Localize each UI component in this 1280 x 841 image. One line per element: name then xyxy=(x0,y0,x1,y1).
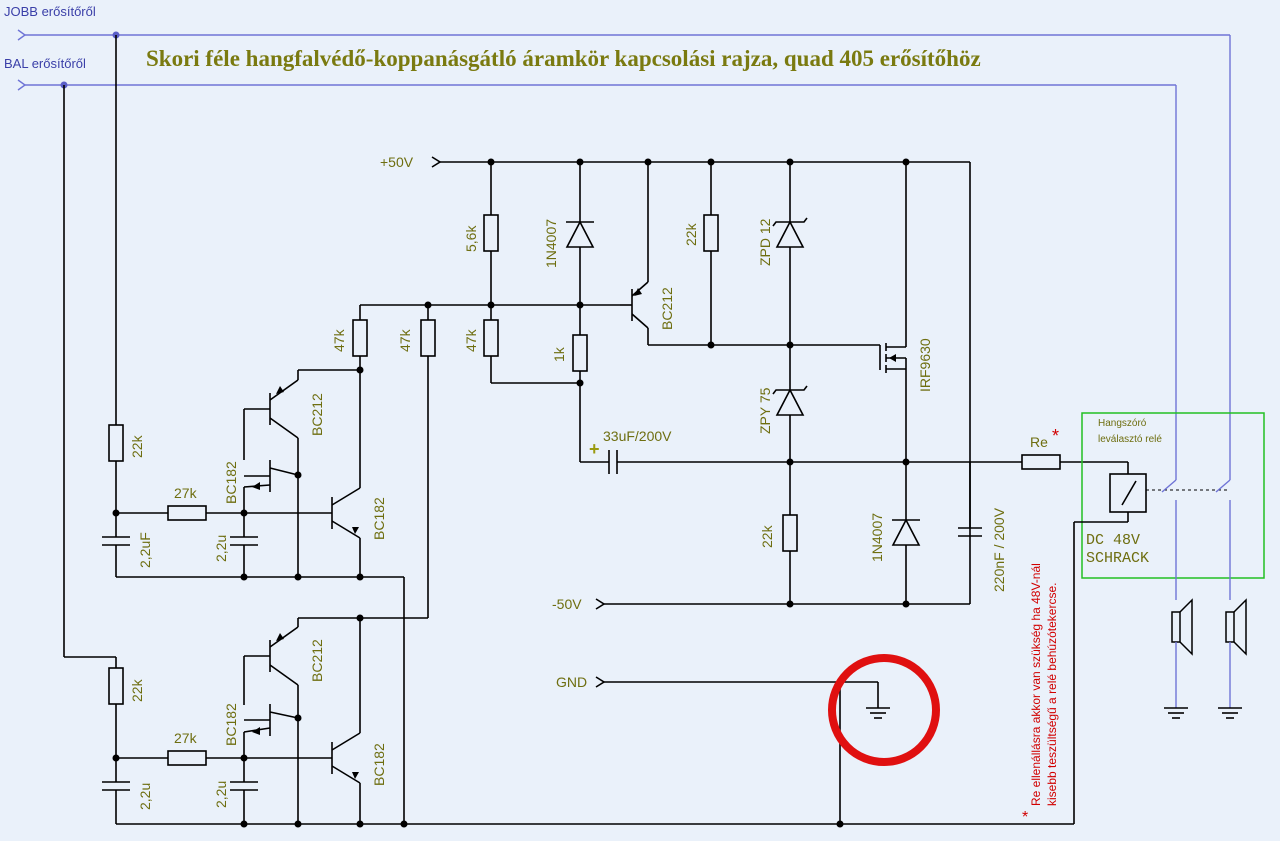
upper-resistor-22k-label: 22k xyxy=(129,434,145,458)
lower-cap-22u-b-label: 2,2u xyxy=(213,781,229,808)
upper-bc182-b xyxy=(331,356,361,577)
gnd-rail xyxy=(595,676,890,824)
resistor-47k-a xyxy=(352,319,368,357)
relay-box xyxy=(1081,412,1265,579)
relay-contacts xyxy=(1161,479,1231,600)
zener-zpd12-label: ZPD 12 xyxy=(757,218,773,266)
relay-type-2: SCHRACK xyxy=(1086,550,1149,567)
resistor-22k-mid xyxy=(782,514,798,552)
resistor-1k xyxy=(572,334,588,372)
left-input-label: BAL erősítőről xyxy=(4,56,86,71)
lower-bc182-b-label: BC182 xyxy=(371,743,387,786)
note-star: * xyxy=(1022,809,1028,826)
note-line-2: kisebb teszültségű a relé behúzótekercse… xyxy=(1045,583,1059,806)
mosfet-irf9630 xyxy=(879,162,907,520)
upper-resistor-22k xyxy=(108,424,124,462)
resistor-re-star: * xyxy=(1052,426,1059,446)
lower-bc182-a xyxy=(243,704,299,736)
speaker-right xyxy=(1218,598,1247,719)
cap-33uf-label: 33uF/200V xyxy=(603,428,672,444)
relay-header-2: leválasztó relé xyxy=(1098,434,1162,445)
lower-resistor-27k-label: 27k xyxy=(174,730,198,746)
note-line-1: Re ellenállásra akkor van szükség ha 48V… xyxy=(1029,563,1043,806)
lower-bc182-a-label: BC182 xyxy=(223,703,239,746)
gnd-rail-label: GND xyxy=(556,674,587,690)
resistor-re-label: Re xyxy=(1030,434,1048,450)
diagram-title: Skori féle hangfalvédő-koppanásgátló ára… xyxy=(146,46,981,71)
pos-rail xyxy=(431,156,971,604)
relay-header-1: Hangszóró xyxy=(1098,418,1147,429)
resistor-47k-b xyxy=(420,319,436,357)
cap-220nf-label: 220nF / 200V xyxy=(991,507,1007,592)
right-input-line xyxy=(17,29,1231,480)
resistor-re xyxy=(1021,454,1061,470)
upper-cap-22u-label: 2,2u xyxy=(213,535,229,562)
relay-type-1: DC 48V xyxy=(1086,532,1140,549)
neg-rail-label: -50V xyxy=(552,596,582,612)
pos-rail-label: +50V xyxy=(380,154,414,170)
zener-zpy75 xyxy=(775,388,805,416)
zener-zpd12 xyxy=(775,220,805,248)
resistor-47k-a-label: 47k xyxy=(331,328,347,352)
upper-bc182-a-label: BC182 xyxy=(223,461,239,504)
resistor-22k-mid-label: 22k xyxy=(759,524,775,548)
diode-1n4007-top xyxy=(565,220,595,248)
resistor-5k6-label: 5,6k xyxy=(463,225,479,252)
resistor-5k6 xyxy=(483,214,499,252)
upper-bc182-a xyxy=(243,460,299,492)
right-input-label: JOBB erősítőről xyxy=(4,4,96,19)
diode-1n4007-top-label: 1N4007 xyxy=(543,219,559,268)
speaker-left xyxy=(1164,598,1193,719)
upper-resistor-27k-label: 27k xyxy=(174,485,198,501)
highlight-circle xyxy=(828,654,940,766)
diode-1n4007-bottom-label: 1N4007 xyxy=(869,513,885,562)
neg-rail xyxy=(595,598,970,610)
lower-bc212-label: BC212 xyxy=(309,639,325,682)
lower-resistor-22k-label: 22k xyxy=(129,678,145,702)
upper-resistor-27k xyxy=(167,505,207,521)
lower-resistor-22k xyxy=(108,667,124,705)
left-input-line xyxy=(17,79,1177,480)
lower-resistor-27k xyxy=(167,750,207,766)
upper-cap-22uf-label: 2,2uF xyxy=(137,532,153,568)
resistor-47k-b-label: 47k xyxy=(397,328,413,352)
upper-bc182-b-label: BC182 xyxy=(371,497,387,540)
resistor-22k-top xyxy=(703,214,719,252)
diode-1n4007-bottom xyxy=(891,518,921,546)
relay-coil xyxy=(1109,473,1147,513)
zener-zpy75-label: ZPY 75 xyxy=(757,387,773,434)
resistor-22k-top-label: 22k xyxy=(683,222,699,246)
lower-bc182-b xyxy=(331,618,361,824)
resistor-1k-label: 1k xyxy=(551,346,567,362)
cap-33uf-polarity: + xyxy=(589,439,600,459)
bc212-top-label: BC212 xyxy=(659,287,675,330)
mosfet-irf9630-label: IRF9630 xyxy=(917,338,933,392)
lower-cap-22u-a-label: 2,2u xyxy=(137,783,153,810)
lower-bc212 xyxy=(243,617,428,824)
resistor-47k-centre-label: 47k xyxy=(463,328,479,352)
upper-bc212-label: BC212 xyxy=(309,393,325,436)
resistor-47k-centre xyxy=(483,319,499,357)
upper-bc212 xyxy=(243,369,360,577)
